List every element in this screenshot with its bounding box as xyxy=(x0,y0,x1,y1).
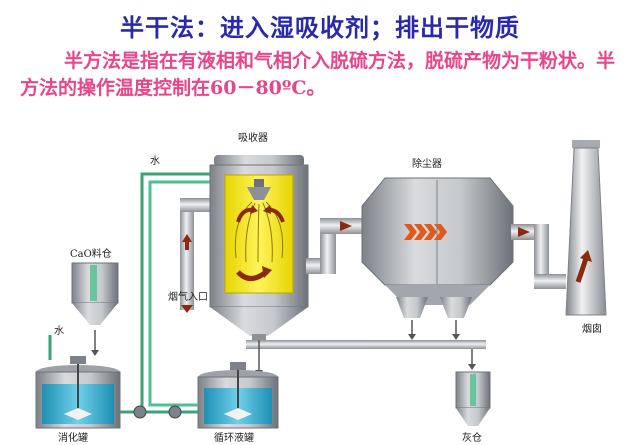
chimney xyxy=(565,140,607,316)
cao-silo xyxy=(71,262,119,356)
flue-gas-inlet-label: 烟气入口 xyxy=(168,290,208,303)
slaking-tank-label: 消化罐 xyxy=(58,431,88,444)
ash-silo xyxy=(455,371,491,426)
dust-collector xyxy=(361,177,514,318)
agitator-icon xyxy=(64,408,92,420)
circulation-tank-label: 循环液罐 xyxy=(214,431,254,444)
water-left-label: 水 xyxy=(54,325,64,337)
slaking-tank xyxy=(35,356,121,429)
inlet-arrow-icon xyxy=(181,305,193,313)
circulation-tank xyxy=(197,362,279,429)
ash-silo-label: 灰仓 xyxy=(462,431,482,444)
flow-arrow-icon xyxy=(262,266,272,278)
atomizer-icon xyxy=(247,187,271,200)
flow-arrow-icon xyxy=(340,221,352,231)
absorber-vessel xyxy=(209,155,309,340)
chevron-arrows-icon xyxy=(404,224,447,240)
duct-to-chimney xyxy=(511,224,566,289)
swirl-arrow-icon xyxy=(263,205,271,214)
slurry-pipes xyxy=(120,352,198,419)
cao-silo-label: CaO料仓 xyxy=(70,247,112,260)
pump-icon xyxy=(168,405,182,419)
swirl-arrow-icon xyxy=(250,205,258,214)
pump-icon xyxy=(133,405,147,419)
water-top-label: 水 xyxy=(150,155,160,167)
chimney-label: 烟囱 xyxy=(582,322,602,335)
description-text: 半方法是指在有液相和气相介入脱硫方法，脱硫产物为干粉状。半方法的操作温度控制在6… xyxy=(20,50,616,99)
agitator-icon xyxy=(224,408,252,420)
ash-conveyor xyxy=(246,320,486,376)
duct-to-dust-collector xyxy=(306,218,364,274)
water-line-top xyxy=(140,172,220,354)
absorber-label: 吸收器 xyxy=(238,131,268,144)
flow-arrow-icon xyxy=(518,227,530,237)
upflow-arrow-icon xyxy=(580,250,592,262)
upflow-arrow-icon xyxy=(182,234,192,250)
page-title: 半干法：进入湿吸收剂；排出干物质 xyxy=(120,13,520,42)
dust-collector-label: 除尘器 xyxy=(412,157,442,170)
